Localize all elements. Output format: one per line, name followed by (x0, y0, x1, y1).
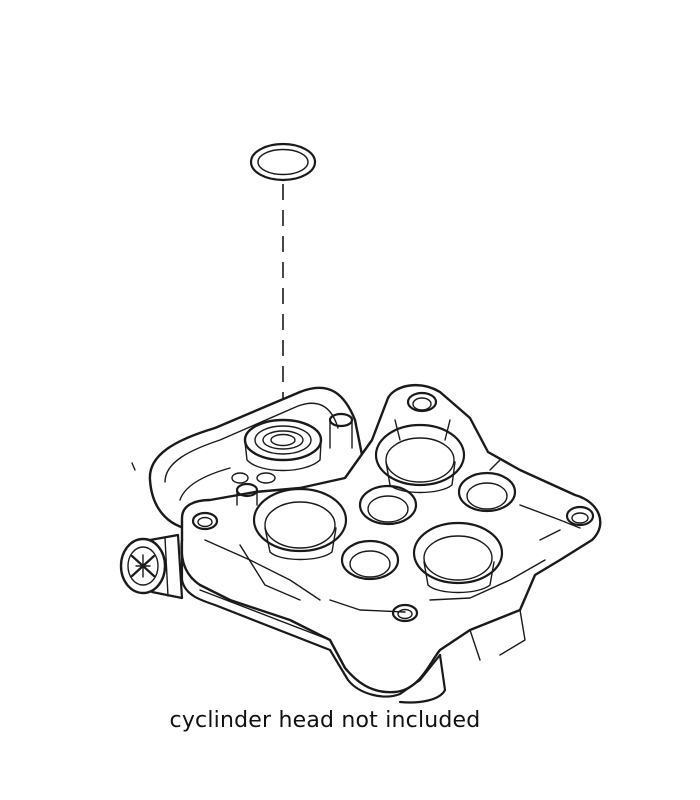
drain-plug (119, 533, 184, 600)
post-2 (235, 482, 259, 506)
bore-right (412, 521, 504, 594)
port-center (358, 484, 418, 526)
pump-manifold (131, 383, 602, 704)
port-right (457, 471, 517, 513)
o-ring (249, 142, 317, 182)
post-1 (328, 412, 354, 449)
valve-seat (243, 418, 323, 472)
port-bottom (340, 539, 400, 581)
diagram-caption: cyclinder head not included (169, 708, 481, 733)
bore-left (252, 487, 348, 561)
